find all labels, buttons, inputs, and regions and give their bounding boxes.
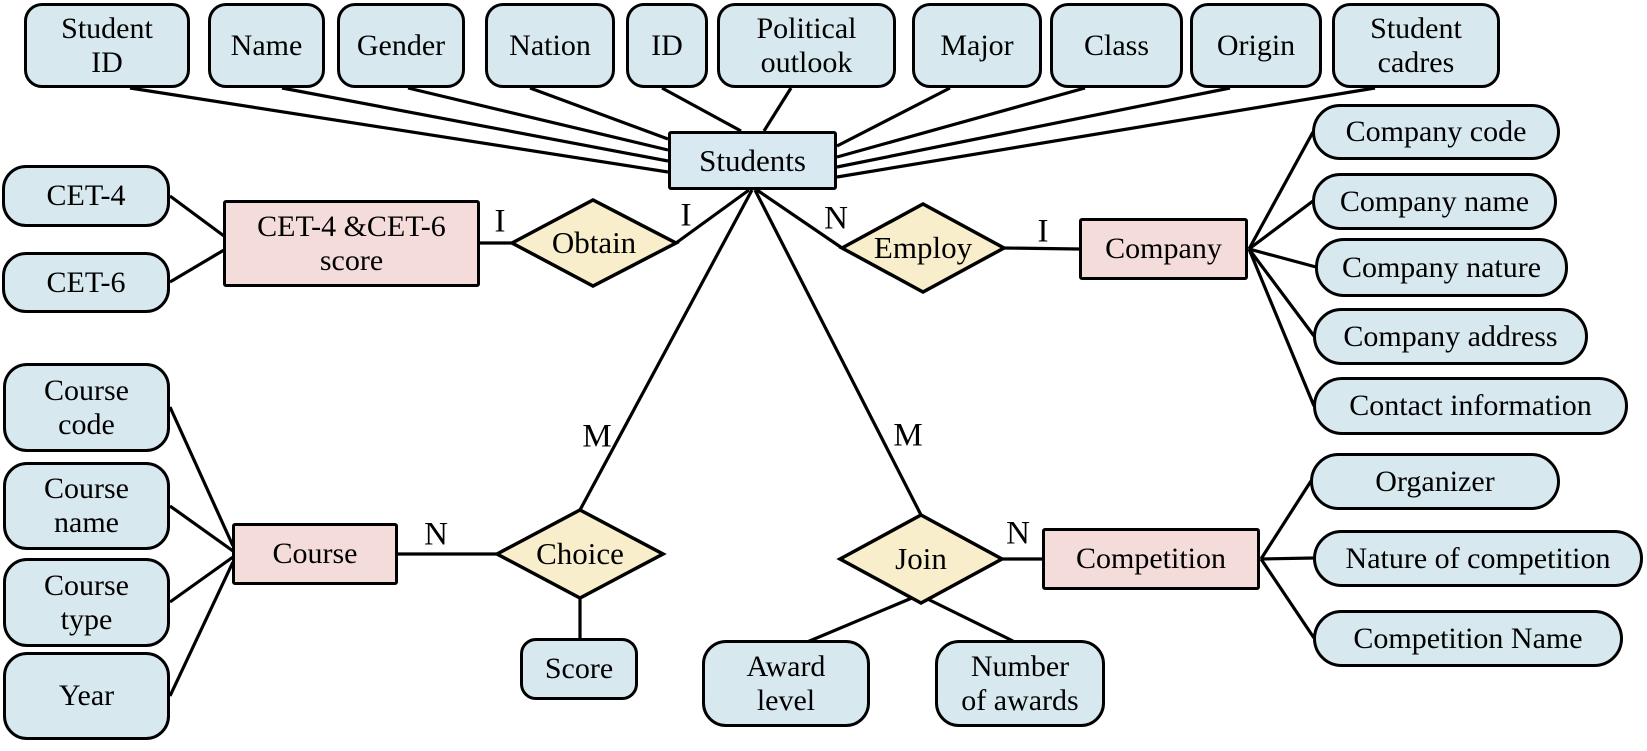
entity-course: Course xyxy=(232,523,398,585)
attribute-political-outlook: Political outlook xyxy=(717,3,896,88)
attribute-id: ID xyxy=(626,3,708,88)
cardinality-employ-students: N xyxy=(824,200,848,237)
edge-competition-name xyxy=(1259,558,1316,639)
attribute-course-name: Course name xyxy=(3,462,170,550)
relationship-employ-diamond xyxy=(838,202,1008,294)
edge-competition-organizer xyxy=(1259,480,1313,560)
edge-class-students xyxy=(836,86,1086,159)
cardinality-obtain-score: I xyxy=(494,203,506,240)
attribute-origin: Origin xyxy=(1190,3,1322,88)
entity-cet-score: CET-4 &CET-6 score xyxy=(223,200,480,287)
attribute-course-type: Course type xyxy=(3,558,170,647)
edge-year-course xyxy=(168,561,235,697)
relationship-choice-diamond xyxy=(493,508,667,600)
cardinality-choice-students: M xyxy=(582,418,612,455)
edge-cet4-score xyxy=(169,194,225,238)
entity-competition: Competition xyxy=(1042,528,1260,590)
edge-nation-students xyxy=(529,86,669,141)
attribute-company-name: Company name xyxy=(1312,173,1557,230)
edge-students-employ xyxy=(756,188,843,250)
edge-company-nature xyxy=(1248,247,1317,269)
edge-studentcadres-students xyxy=(836,86,1376,179)
edge-coursecode-course xyxy=(168,406,235,547)
attribute-gender: Gender xyxy=(337,3,465,88)
edge-name-students xyxy=(281,86,669,163)
attribute-nation: Nation xyxy=(485,3,615,88)
edge-major-students xyxy=(836,86,951,148)
attribute-year: Year xyxy=(3,652,170,740)
edge-coursetype-course xyxy=(169,555,234,604)
cardinality-join-competition: N xyxy=(1006,515,1030,552)
attribute-company-code: Company code xyxy=(1312,104,1560,160)
attribute-student-id: Student ID xyxy=(24,3,190,88)
relationship-obtain-diamond xyxy=(508,198,680,288)
edge-id-students xyxy=(661,86,742,133)
edge-origin-students xyxy=(836,86,1231,169)
edge-employ-company xyxy=(1003,246,1080,251)
edge-company-contact xyxy=(1247,248,1316,407)
attribute-major: Major xyxy=(912,3,1042,88)
attribute-company-address: Company address xyxy=(1313,308,1588,365)
entity-students: Students xyxy=(668,131,837,190)
attribute-student-cadres: Student cadres xyxy=(1332,3,1500,88)
cardinality-choice-course: N xyxy=(424,516,448,553)
attribute-competition-name: Competition Name xyxy=(1313,610,1623,667)
attribute-contact-information: Contact information xyxy=(1313,377,1628,435)
attribute-name: Name xyxy=(208,3,325,88)
attribute-company-nature: Company nature xyxy=(1315,238,1568,297)
attribute-award-level: Award level xyxy=(702,640,870,727)
attribute-organizer: Organizer xyxy=(1310,453,1560,510)
entity-company: Company xyxy=(1079,218,1248,280)
edge-cet6-score xyxy=(169,248,225,284)
attribute-class: Class xyxy=(1050,3,1183,88)
cardinality-obtain-students: I xyxy=(680,197,692,234)
edge-company-code xyxy=(1247,131,1315,250)
cardinality-join-students: M xyxy=(893,417,923,454)
cardinality-employ-company: I xyxy=(1037,213,1049,250)
edge-competition-nature xyxy=(1260,556,1315,561)
attribute-number-of-awards: Number of awards xyxy=(935,640,1105,727)
attribute-cet-6: CET-6 xyxy=(2,252,170,313)
attribute-course-code: Course code xyxy=(3,363,170,452)
edge-students-join xyxy=(753,189,923,516)
edge-company-name xyxy=(1248,199,1314,251)
edge-coursename-course xyxy=(169,504,234,553)
edge-gender-students xyxy=(407,86,669,152)
edge-company-address xyxy=(1247,248,1316,337)
attribute-nature-of-competition: Nature of competition xyxy=(1313,530,1643,587)
edge-politicaloutlook-students xyxy=(762,87,793,132)
edge-obtain-students xyxy=(675,188,750,245)
attribute-cet-4: CET-4 xyxy=(2,165,170,227)
relationship-join-diamond xyxy=(836,513,1006,605)
attribute-score: Score xyxy=(520,638,638,700)
edge-students-choice xyxy=(578,189,754,511)
edge-studentid-students xyxy=(129,86,669,174)
